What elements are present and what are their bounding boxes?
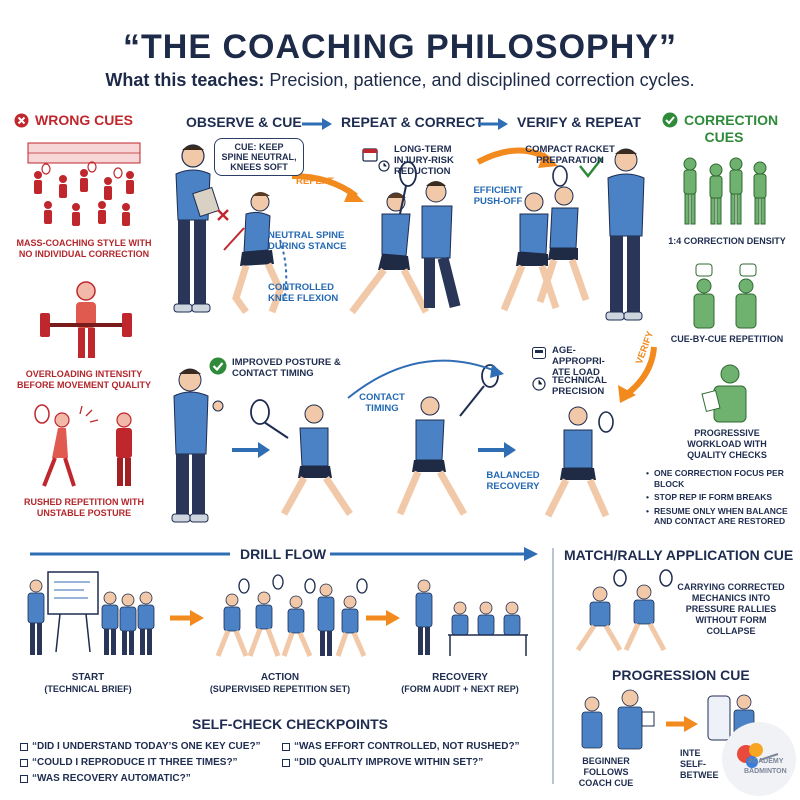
calendar-icon bbox=[362, 148, 378, 162]
drill-stage-start-detail: (TECHNICAL BRIEF) bbox=[44, 684, 132, 694]
drill-stage-recovery-detail: (FORM AUDIT + NEXT REP) bbox=[401, 684, 519, 694]
age-load-label: AGE-APPROPRI-ATE LOAD bbox=[552, 345, 605, 378]
page-title: “THE COACHING PHILOSOPHY” bbox=[123, 28, 677, 66]
flow-step-repeat: REPEAT & CORRECT bbox=[341, 114, 484, 130]
drill-stage-recovery: RECOVERY bbox=[432, 672, 488, 683]
drill-stage-action-detail: (SUPERVISED REPETITION SET) bbox=[209, 684, 351, 694]
rushed-repetition-illustration bbox=[34, 404, 132, 487]
rally-illustration bbox=[575, 569, 673, 652]
subtitle-lead: What this teaches: bbox=[105, 70, 265, 90]
shuttlecock-icon bbox=[737, 743, 779, 768]
correction-cues-title: CORRECTION CUES bbox=[684, 112, 779, 145]
wrong-cue-2: OVERLOADING INTENSITY BEFORE MOVEMENT QU… bbox=[16, 369, 151, 390]
checkbox[interactable] bbox=[20, 774, 28, 783]
correction-density-illustration bbox=[683, 157, 767, 225]
match-cue-text: CARRYING CORRECTED MECHANICS INTO PRESSU… bbox=[677, 582, 785, 636]
scale-icon bbox=[532, 347, 546, 359]
arrow-right-icon bbox=[478, 118, 508, 130]
wrong-cues-title: WRONG CUES bbox=[35, 112, 133, 128]
technical-precision-label: TECHNICAL PRECISION bbox=[552, 375, 607, 397]
neutral-spine-label: NEUTRAL SPINE DURING STANCE bbox=[268, 230, 347, 252]
cue-repetition-illustration bbox=[693, 263, 757, 329]
academy-logo: ACADEMY BADMINTON bbox=[722, 722, 796, 796]
flow-step-observe: OBSERVE & CUE bbox=[186, 114, 302, 130]
correction-cues-header: CORRECTION CUES bbox=[662, 112, 779, 146]
drill-stage-start: START bbox=[71, 672, 105, 683]
self-check-item[interactable]: “COULD I REPRODUCE IT THREE TIMES?” bbox=[20, 757, 238, 768]
wrong-cues-header: WRONG CUES bbox=[14, 112, 164, 128]
self-check-title: SELF-CHECK CHECKPOINTS bbox=[192, 716, 389, 732]
progression-illustration bbox=[581, 689, 755, 751]
clock-icon bbox=[378, 160, 390, 172]
barbell-overload-illustration bbox=[40, 281, 132, 358]
repeat-label: REPEAT bbox=[296, 176, 334, 187]
balanced-recovery-label: BALANCED RECOVERY bbox=[486, 470, 540, 492]
checkbox[interactable] bbox=[282, 742, 290, 751]
workload-check-illustration bbox=[701, 364, 747, 423]
self-check-item[interactable]: “DID I UNDERSTAND TODAY’S ONE KEY CUE?” bbox=[20, 741, 261, 752]
progression-left-text: BEGINNER FOLLOWS COACH CUE bbox=[578, 756, 634, 788]
drill-stage-action: ACTION bbox=[260, 672, 300, 683]
correction-cue-1: 1:4 CORRECTION DENSITY bbox=[668, 236, 786, 246]
correction-cue-3: PROGRESSIVE WORKLOAD WITH QUALITY CHECKS bbox=[687, 428, 767, 460]
wrong-cue-3: RUSHED REPETITION WITH UNSTABLE POSTURE bbox=[23, 497, 144, 518]
checkbox[interactable] bbox=[282, 758, 290, 767]
correction-bullet: RESUME ONLY WHEN BALANCE AND CONTACT ARE… bbox=[646, 506, 794, 527]
verify-arrow-icon bbox=[618, 346, 657, 403]
correction-bullet: STOP REP IF FORM BREAKS bbox=[646, 492, 794, 503]
self-check-item[interactable]: “WAS EFFORT CONTROLLED, NOT RUSHED?” bbox=[282, 741, 520, 752]
mass-coaching-illustration bbox=[27, 142, 141, 226]
drill-flow-arrow bbox=[30, 547, 538, 561]
compact-racket-label: COMPACT RACKET PREPARATION bbox=[525, 144, 615, 166]
checkbox[interactable] bbox=[20, 758, 28, 767]
logo-text-bottom: BADMINTON bbox=[744, 768, 787, 775]
push-off-label: EFFICIENT PUSH-OFF bbox=[473, 185, 523, 207]
match-cue-title: MATCH/RALLY APPLICATION CUE bbox=[564, 547, 794, 563]
page-subtitle: What this teaches: Precision, patience, … bbox=[0, 70, 800, 91]
progression-cue-title: PROGRESSION CUE bbox=[612, 667, 750, 683]
correction-cue-2: CUE-BY-CUE REPETITION bbox=[670, 334, 784, 344]
contact-timing-label: CONTACT TIMING bbox=[359, 392, 405, 414]
wrong-cue-1: MASS-COACHING STYLE WITH NO INDIVIDUAL C… bbox=[16, 238, 152, 259]
stopwatch-icon bbox=[532, 377, 546, 391]
self-check-item[interactable]: “DID QUALITY IMPROVE WITHIN SET?” bbox=[282, 757, 483, 768]
progression-right-text: INTE SELF- BETWEE bbox=[680, 748, 719, 780]
check-circle-icon bbox=[209, 357, 227, 375]
x-circle-icon bbox=[14, 113, 29, 127]
section-divider bbox=[552, 548, 554, 784]
knee-flexion-label: CONTROLLED KNEE FLEXION bbox=[268, 282, 339, 304]
row1-coaching-illustration bbox=[173, 144, 645, 321]
flow-step-verify: VERIFY & REPEAT bbox=[517, 114, 641, 130]
posture-timing-label: IMPROVED POSTURE & CONTACT TIMING bbox=[232, 357, 341, 379]
drill-flow-illustration bbox=[27, 571, 528, 657]
arrow-right-icon bbox=[302, 118, 332, 130]
injury-risk-label: LONG-TERM INJURY-RISK REDUCTION bbox=[394, 144, 454, 177]
checkbox[interactable] bbox=[20, 742, 28, 751]
subtitle-text: Precision, patience, and disciplined cor… bbox=[269, 70, 695, 90]
logo-text-top: ACADEMY bbox=[748, 758, 784, 765]
row2-coaching-illustration bbox=[171, 359, 614, 523]
correction-bullets: ONE CORRECTION FOCUS PER BLOCK STOP REP … bbox=[646, 468, 794, 530]
drill-flow-title: DRILL FLOW bbox=[240, 546, 327, 562]
check-circle-icon bbox=[662, 112, 678, 128]
correction-bullet: ONE CORRECTION FOCUS PER BLOCK bbox=[646, 468, 794, 489]
cue-speech-bubble: CUE: KEEP SPINE NEUTRAL, KNEES SOFT bbox=[214, 138, 304, 176]
self-check-item[interactable]: “WAS RECOVERY AUTOMATIC?” bbox=[20, 773, 191, 784]
